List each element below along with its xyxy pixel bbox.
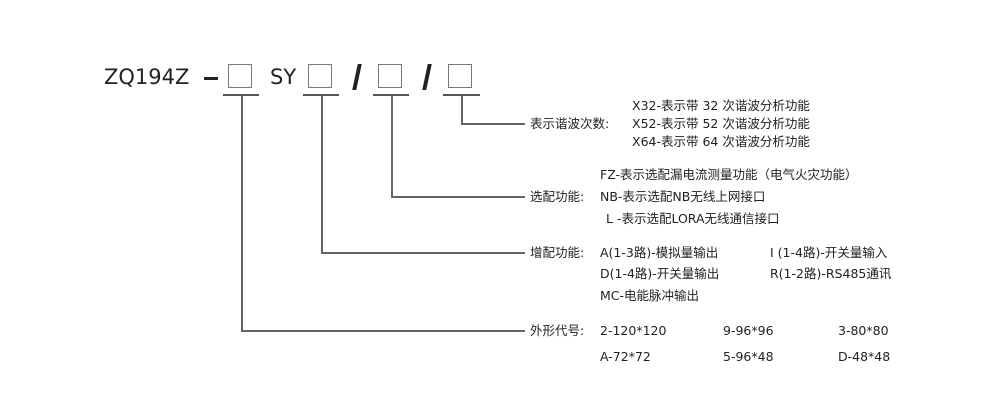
shape-option: 3-80*80 [838,323,889,338]
optional-label: 选配功能: [530,189,585,204]
connector-line [321,95,323,253]
shape-label: 外形代号: [530,323,585,338]
connector-line [241,330,525,332]
harmonics-code-box [448,64,472,88]
underline [303,94,339,96]
shape-option: 9-96*96 [723,323,774,338]
dash [204,77,218,80]
addon-option: D(1-4路)-开关量输出 [600,266,720,281]
harmonics-option: X32-表示带 32 次谐波分析功能 [632,98,810,113]
connector-line [461,95,463,124]
shape-option: A-72*72 [600,349,651,364]
optional-option: FZ-表示选配漏电流测量功能（电气火灾功能） [600,167,858,182]
harmonics-option: X52-表示带 52 次谐波分析功能 [632,116,810,131]
harmonics-option: X64-表示带 64 次谐波分析功能 [632,134,810,149]
shape-option: 5-96*48 [723,349,774,364]
underline [223,94,259,96]
connector-line [391,196,525,198]
connector-line [391,95,393,197]
optional-option: L -表示选配LORA无线通信接口 [606,211,780,226]
connector-line [461,123,525,125]
addon-option: MC-电能脉冲输出 [600,288,700,303]
addon-label: 增配功能: [530,245,585,260]
optional-code-box [378,64,402,88]
optional-option: NB-表示选配NB无线上网接口 [600,189,766,204]
addon-option: I (1-4路)-开关量输入 [770,245,888,260]
addon-option: A(1-3路)-模拟量输出 [600,245,719,260]
shape-code-box [228,64,252,88]
underline [373,94,409,96]
slash [422,64,432,90]
addon-option: R(1-2路)-RS485通讯 [770,266,892,281]
addon-code-box [308,64,332,88]
connector-line [321,252,525,254]
model-prefix: ZQ194Z [104,65,190,89]
slash [352,64,362,90]
harmonics-label: 表示谐波次数: [530,116,610,131]
shape-option: 2-120*120 [600,323,667,338]
model-sy: SY [270,65,297,89]
connector-line [241,95,243,331]
shape-option: D-48*48 [838,349,891,364]
underline [443,94,480,96]
